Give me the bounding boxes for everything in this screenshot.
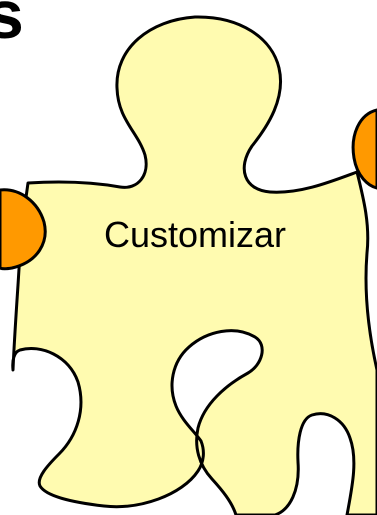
- right-neighbor-piece-icon: [351, 108, 377, 190]
- cropped-letter-fragment: s: [0, 0, 24, 53]
- puzzle-piece-icon: [11, 15, 377, 515]
- left-neighbor-piece-icon: [0, 188, 47, 271]
- puzzle-piece-label: Customizar: [103, 214, 287, 255]
